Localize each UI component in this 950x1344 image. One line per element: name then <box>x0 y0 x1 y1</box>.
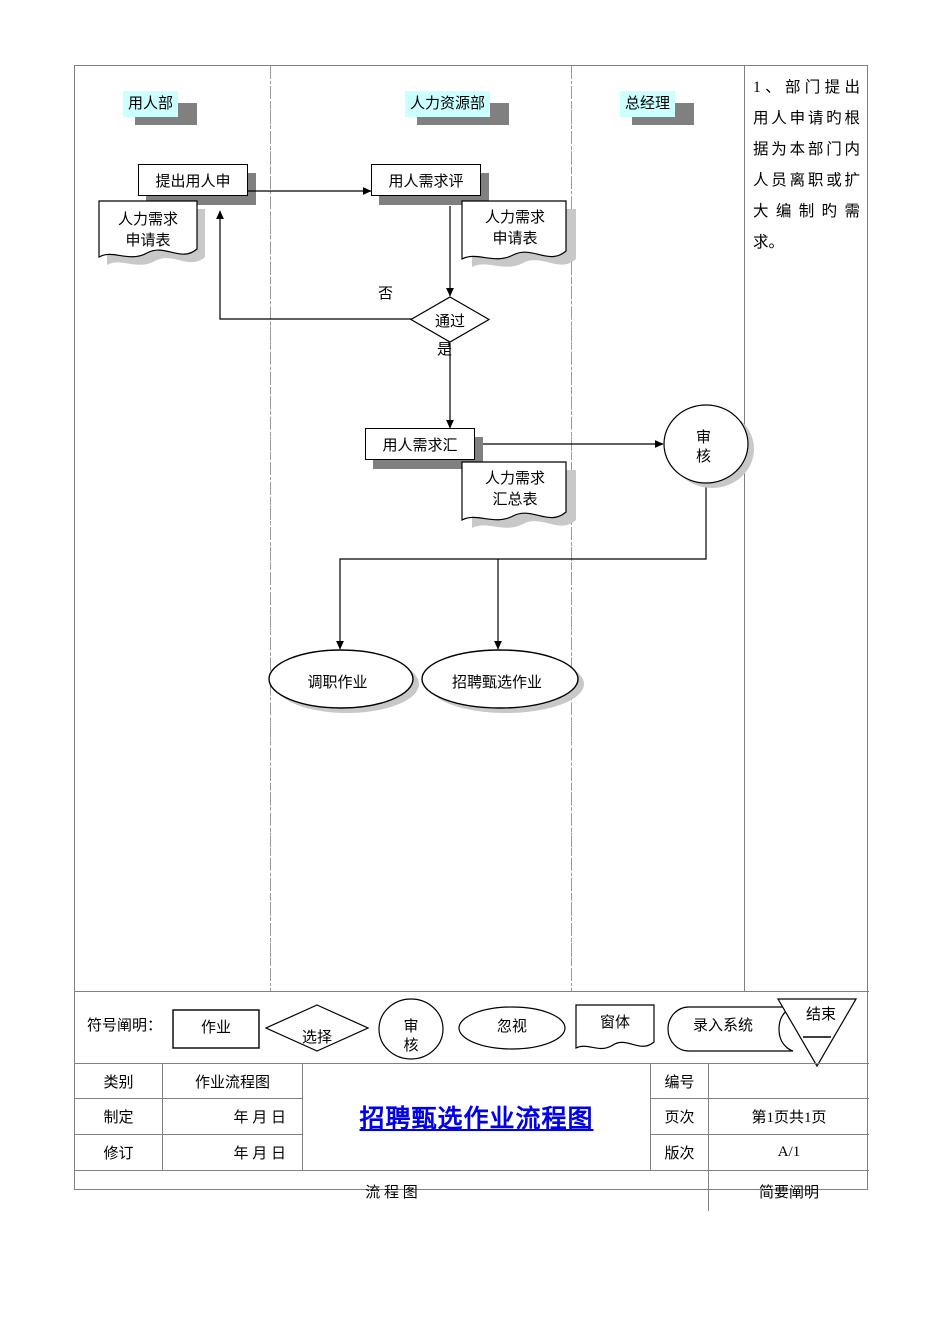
lane-header-manager: 总经理 <box>620 91 694 125</box>
legend-label: 结束 <box>805 1007 836 1023</box>
legend-shape-diamond: 选择 <box>265 1004 369 1052</box>
tb-created-label: 制定 <box>75 1099 163 1135</box>
tb-category-label: 类别 <box>75 1063 163 1099</box>
legend-label: 选择 <box>301 1030 332 1046</box>
legend-shape-triangle-down: 结束 <box>772 994 862 1068</box>
tb-main-title: 招聘甄选作业流程图 <box>359 1106 594 1133</box>
note-line: 求。 <box>753 234 785 251</box>
node-label: 调职作业 <box>307 675 368 691</box>
node-label: 用人需求评 <box>388 173 464 190</box>
node-label-line1: 审 <box>695 430 711 446</box>
note-line: 大编制旳需 <box>753 203 860 220</box>
connector-label-yes: 是 <box>437 342 453 358</box>
tb-main-title-cell: 招聘甄选作业流程图 <box>303 1063 651 1171</box>
document-frame: 用人部 人力资源部 总经理 <box>74 65 869 1211</box>
tb-created-value: 年 月 日 <box>163 1099 303 1135</box>
legend-label: 窗体 <box>599 1015 630 1031</box>
legend-label: 作业 <box>200 1020 231 1036</box>
legend-shape-capsule: 录入系统 <box>667 1006 795 1052</box>
tb-number-value <box>709 1063 869 1099</box>
node-label: 招聘甄选作业 <box>451 675 542 691</box>
node-req-review[interactable]: 用人需求评 <box>371 164 481 196</box>
node-transfer-job[interactable]: 调职作业 <box>267 646 422 718</box>
connector-label-no: 否 <box>378 286 394 302</box>
tb-footer-left: 流 程 图 <box>75 1171 709 1211</box>
legend-title: 符号阐明： <box>87 1018 163 1034</box>
lane-header-dept: 用人部 <box>123 91 197 125</box>
node-recruit-select[interactable]: 招聘甄选作业 <box>420 646 588 718</box>
note-line: 用人申请旳根 <box>753 110 860 127</box>
legend-shape-document: 窗体 <box>575 1004 655 1054</box>
node-submit-request[interactable]: 提出用人申 <box>138 164 248 196</box>
node-summary-form[interactable]: 人力需求 汇总表 <box>460 452 580 537</box>
title-block: 类别 作业流程图 制定 年 月 日 修订 年 月 日 招聘甄选作业流程图 编号 … <box>75 1063 869 1211</box>
node-label-line2: 核 <box>695 449 711 465</box>
swimlane-area: 用人部 人力资源部 总经理 <box>75 66 754 991</box>
legend-shape-circle: 审 核 <box>378 998 444 1060</box>
lane-header-dept-label: 用人部 <box>123 91 179 117</box>
note-line: 1、部门提出 <box>753 79 860 96</box>
legend-shape-ellipse: 忽视 <box>458 1006 566 1050</box>
legend-label-line2: 核 <box>403 1038 419 1054</box>
tb-page-label: 页次 <box>651 1099 709 1135</box>
legend-shape-rectangle: 作业 <box>172 1009 260 1049</box>
tb-revised-label: 修订 <box>75 1135 163 1171</box>
node-req-form-2[interactable]: 人力需求 申请表 <box>460 191 580 276</box>
note-line: 人员离职或扩 <box>753 172 860 189</box>
node-req-form-1[interactable]: 人力需求 申请表 <box>97 191 209 273</box>
tb-version-value: A/1 <box>709 1135 869 1171</box>
node-label: 用人需求汇 <box>382 437 458 454</box>
legend-label-line1: 审 <box>403 1019 419 1035</box>
node-label: 提出用人申 <box>155 173 231 190</box>
tb-category-value: 作业流程图 <box>163 1063 303 1099</box>
note-line: 据为本部门内 <box>753 141 860 158</box>
lane-header-hr: 人力资源部 <box>405 91 509 125</box>
tb-number-label: 编号 <box>651 1063 709 1099</box>
node-summary[interactable]: 用人需求汇 <box>365 428 475 460</box>
legend-row: 符号阐明： 作业 选择 审 核 <box>75 991 869 1068</box>
tb-revised-value: 年 月 日 <box>163 1135 303 1171</box>
node-label: 通过 <box>434 314 465 330</box>
tb-version-label: 版次 <box>651 1135 709 1171</box>
notes-column: 1、部门提出 用人申请旳根 据为本部门内 人员离职或扩 大编制旳需 求。 <box>745 66 868 991</box>
legend-label: 录入系统 <box>692 1018 753 1034</box>
tb-footer-right: 简要阐明 <box>758 1184 819 1201</box>
lane-divider-1 <box>270 66 271 991</box>
legend-label: 忽视 <box>496 1019 527 1035</box>
node-audit[interactable]: 审 核 <box>662 403 757 493</box>
tb-page-value: 第1页共1页 <box>709 1099 869 1135</box>
lane-header-hr-label: 人力资源部 <box>405 91 491 117</box>
node-decision-pass[interactable]: 通过 <box>410 296 490 343</box>
lane-header-manager-label: 总经理 <box>620 91 676 117</box>
